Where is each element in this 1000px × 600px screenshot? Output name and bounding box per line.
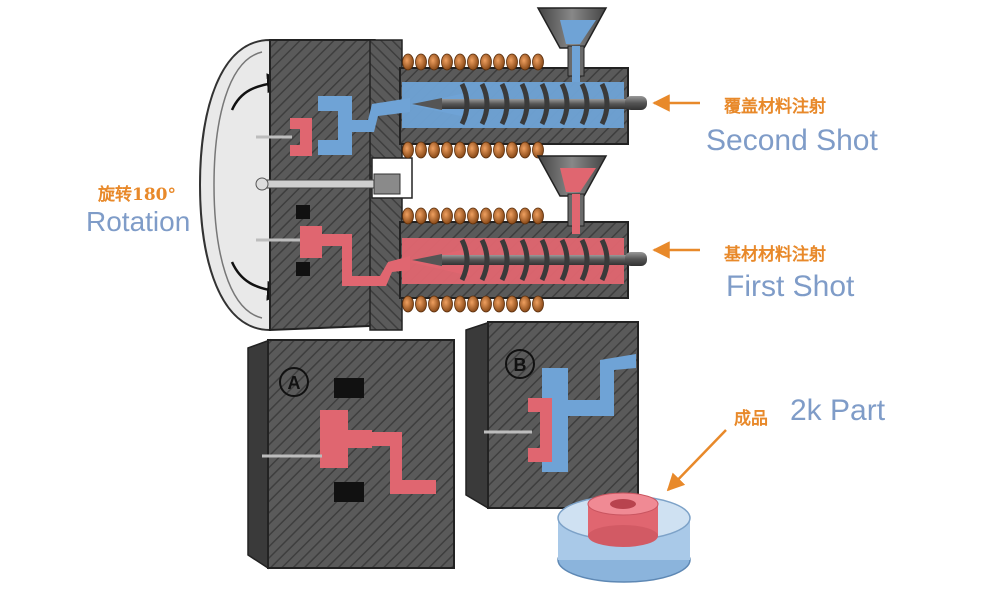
- heater-coil-turn: [480, 295, 492, 313]
- mold-b-label: B: [514, 355, 527, 375]
- mold-a-label: A: [288, 373, 301, 393]
- mold-b-badge: B: [505, 349, 535, 379]
- heater-coil-turn: [480, 207, 492, 225]
- heater-coil-turn: [519, 207, 531, 225]
- screw-flight: [479, 238, 490, 282]
- second-shot-cn-label: 覆盖材料注射: [724, 97, 826, 117]
- screw-flight: [559, 82, 570, 126]
- upper-screw: [412, 82, 630, 126]
- heater-coil-turn: [467, 53, 479, 71]
- screw-flight: [499, 238, 510, 282]
- screw-flight: [499, 82, 510, 126]
- heater-coil-turn: [441, 141, 453, 159]
- heater-coil-turn: [415, 295, 427, 313]
- mold-half-a: [247, 338, 455, 570]
- upper-runner-blue: [318, 96, 410, 155]
- upper-part-cavity-red: [290, 118, 312, 156]
- lower-plunger-rod: [625, 252, 647, 266]
- heater-coil-turn: [428, 141, 440, 159]
- heater-coil-turn: [506, 53, 518, 71]
- heater-coil-turn: [415, 207, 427, 225]
- part-arrow: [666, 429, 727, 492]
- heater-coil-turn: [428, 295, 440, 313]
- heater-coil-turn: [415, 53, 427, 71]
- screw-shaft: [440, 255, 630, 265]
- rotation-cn-label: 旋转180°: [98, 185, 176, 205]
- heater-coil-turn: [467, 207, 479, 225]
- heater-coil-turn: [532, 53, 544, 71]
- upper-hopper: [536, 7, 608, 82]
- screw-flight: [599, 238, 610, 282]
- screw-flight: [539, 82, 550, 126]
- screw-flight: [599, 82, 610, 126]
- heater-coil-turn: [493, 207, 505, 225]
- heater-coil-turn: [467, 141, 479, 159]
- screw-flight: [579, 82, 590, 126]
- second-shot-en-label: Second Shot: [706, 124, 878, 157]
- heater-coil-turn: [402, 295, 414, 313]
- tie-bolt: [255, 173, 401, 195]
- mold-a-badge: A: [279, 367, 309, 397]
- heater-coil-turn: [402, 53, 414, 71]
- screw-shaft: [440, 99, 630, 109]
- screw-flight: [459, 82, 470, 126]
- rotating-platen: [198, 38, 271, 332]
- heater-coil-turn: [519, 295, 531, 313]
- heater-coil-turn: [493, 295, 505, 313]
- heater-coil-turn: [480, 141, 492, 159]
- heater-coil-turn: [441, 207, 453, 225]
- heater-coil-turn: [454, 53, 466, 71]
- part-cn-label: 成品: [734, 409, 768, 429]
- heater-coil-turn: [441, 53, 453, 71]
- screw-flight: [459, 238, 470, 282]
- heater-coil-turn: [532, 141, 544, 159]
- upper-plunger-rod: [625, 96, 647, 110]
- screw-flight: [479, 82, 490, 126]
- heater-coil-turn: [402, 207, 414, 225]
- rotation-en-label: Rotation: [86, 206, 191, 237]
- heater-coil-turn: [441, 295, 453, 313]
- heater-coil-turn: [506, 295, 518, 313]
- screw-tip: [412, 98, 442, 110]
- heater-coil-turn: [506, 207, 518, 225]
- lower-screw: [412, 238, 630, 282]
- mold-half-b: [465, 320, 639, 510]
- heater-coil-turn: [532, 207, 544, 225]
- heater-coil-turn: [480, 53, 492, 71]
- screw-flight: [519, 238, 530, 282]
- heater-coil-turn: [454, 141, 466, 159]
- heater-coil-turn: [467, 295, 479, 313]
- screw-flight: [539, 238, 550, 282]
- screw-flight: [519, 82, 530, 126]
- first-shot-en-label: First Shot: [726, 270, 855, 303]
- part-en-label: 2k Part: [790, 394, 886, 427]
- lower-heater-coils: [402, 207, 544, 313]
- pointer-arrows: [652, 94, 727, 492]
- heater-coil-turn: [454, 295, 466, 313]
- lower-hopper: [536, 155, 608, 234]
- heater-coil-turn: [428, 207, 440, 225]
- heater-coil-turn: [415, 141, 427, 159]
- finished-2k-part: [557, 492, 691, 583]
- heater-coil-turn: [402, 141, 414, 159]
- screw-flight: [579, 238, 590, 282]
- heater-coil-turn: [532, 295, 544, 313]
- heater-coil-turn: [493, 53, 505, 71]
- heater-coil-turn: [506, 141, 518, 159]
- lower-runner-red: [296, 205, 410, 286]
- heater-coil-turn: [428, 53, 440, 71]
- heater-coil-turn: [519, 53, 531, 71]
- upper-heater-coils: [402, 53, 544, 159]
- screw-tip: [412, 254, 442, 266]
- first-shot-cn-label: 基材材料注射: [724, 245, 826, 265]
- heater-coil-turn: [493, 141, 505, 159]
- screw-flight: [559, 238, 570, 282]
- heater-coil-turn: [519, 141, 531, 159]
- heater-coil-turn: [454, 207, 466, 225]
